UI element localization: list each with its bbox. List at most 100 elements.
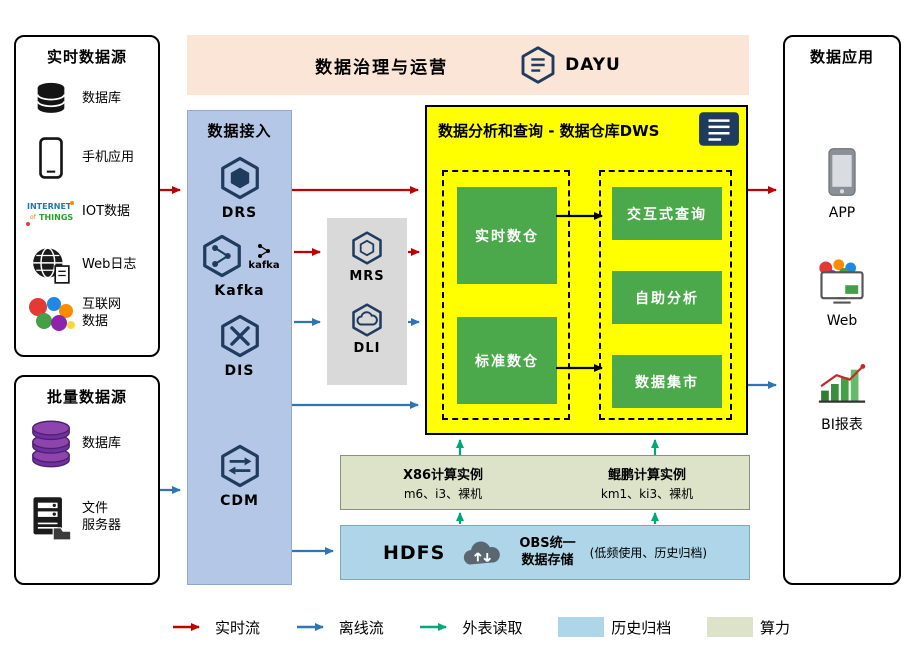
database-icon xyxy=(36,82,66,113)
service-dli: DLI xyxy=(327,302,407,356)
batch-sources-panel: 批量数据源 数据库 xyxy=(14,375,160,585)
source-label: 手机应用 xyxy=(82,149,135,165)
source-label: IOT数据 xyxy=(82,203,131,219)
legend-external-read: 外表读取 xyxy=(419,617,522,638)
legend: 实时流 离线流 外表读取 历史归档 算力 xyxy=(172,613,790,641)
service-mrs: MRS xyxy=(327,230,407,284)
source-label: 互联网 数据 xyxy=(82,297,122,329)
dayu-label: DAYU xyxy=(565,55,621,75)
realtime-sources-title: 实时数据源 xyxy=(46,48,127,66)
module-interactive-query: 交互式查询 xyxy=(612,187,722,240)
source-web-logs: Web日志 xyxy=(24,245,154,285)
app-phone-icon xyxy=(828,148,856,196)
red-arrow-icon xyxy=(173,623,200,631)
blue-arrow-icon xyxy=(296,623,324,631)
source-batch-database: 数据库 xyxy=(24,419,154,469)
service-label: CDM xyxy=(220,493,259,509)
legend-offline-flow: 离线流 xyxy=(296,617,384,638)
app-label: Web xyxy=(826,313,858,329)
batch-sources-title: 批量数据源 xyxy=(46,388,127,406)
app-web: Web xyxy=(785,259,899,329)
dws-analytics-panel: 数据分析和查询 - 数据仓库DWS 实时数仓 标准数仓 交互式查询 自助分析 数… xyxy=(425,105,748,435)
cdm-hexagon-icon xyxy=(220,444,259,488)
dis-hexagon-icon xyxy=(220,314,259,358)
service-drs: DRS xyxy=(188,155,291,221)
service-kafka: kafka Kafka xyxy=(188,233,291,299)
svg-text:INTERNET: INTERNET xyxy=(27,202,72,211)
kafka-logo-icon xyxy=(258,243,270,258)
legend-label: 离线流 xyxy=(338,618,384,637)
data-ingestion-panel: 数据接入 DRS xyxy=(187,110,292,585)
kafka-hexagon-icon xyxy=(203,234,242,278)
drs-hexagon-icon xyxy=(220,156,259,200)
kunpeng-spec: km1、ki3、裸机 xyxy=(600,486,694,501)
legend-label: 历史归档 xyxy=(611,618,672,637)
iot-wordcloud-icon: INTERNET of THINGS xyxy=(26,201,74,226)
source-mobile-app: 手机应用 xyxy=(24,137,154,179)
app-mobile: APP xyxy=(785,147,899,221)
legend-label: 外表读取 xyxy=(462,618,523,637)
compute-swatch xyxy=(706,617,753,637)
service-label: DRS xyxy=(221,205,258,221)
service-dis: DIS xyxy=(188,313,291,379)
dli-hexagon-icon xyxy=(352,303,382,337)
dws-title: 数据分析和查询 - 数据仓库DWS xyxy=(438,122,660,140)
x86-spec: m6、i3、裸机 xyxy=(403,486,483,501)
internet-bubbles-icon xyxy=(29,297,75,331)
data-ingestion-title: 数据接入 xyxy=(207,122,272,140)
source-database: 数据库 xyxy=(24,79,154,119)
governance-banner: 数据治理与运营 DAYU xyxy=(187,35,749,95)
file-server-icon xyxy=(33,497,72,541)
legend-realtime-flow: 实时流 xyxy=(172,617,260,638)
source-file-server: 文件 服务器 xyxy=(24,495,154,541)
module-standard-warehouse: 标准数仓 xyxy=(457,317,557,404)
mrs-hexagon-icon xyxy=(352,231,382,265)
module-self-service-analysis: 自助分析 xyxy=(612,271,722,324)
legend-compute: 算力 xyxy=(706,617,790,638)
storage-bar: HDFS OBS统一 数据存储 (低频使用、历史归档) xyxy=(340,525,750,580)
service-label: DLI xyxy=(353,341,381,356)
module-realtime-warehouse: 实时数仓 xyxy=(457,187,557,284)
realtime-sources-panel: 实时数据源 数据库 手机应用 INT xyxy=(14,35,160,357)
service-label: DIS xyxy=(224,363,255,379)
source-iot: INTERNET of THINGS IOT数据 xyxy=(24,197,154,227)
compute-services-panel: MRS DLI xyxy=(327,218,407,385)
data-applications-title: 数据应用 xyxy=(809,48,874,66)
teal-arrow-icon xyxy=(420,623,448,631)
source-label: 文件 服务器 xyxy=(82,501,122,533)
app-label: APP xyxy=(828,205,856,221)
obs-label: OBS统一 数据存储 xyxy=(519,535,576,568)
storage-note: (低频使用、历史归档) xyxy=(589,546,708,560)
dayu-group: DAYU xyxy=(518,45,621,85)
obs-cloud-icon xyxy=(464,541,501,564)
app-label: BI报表 xyxy=(821,417,863,433)
app-bi-report: BI报表 xyxy=(785,362,899,434)
hdfs-label: HDFS xyxy=(382,541,446,564)
web-monitor-icon xyxy=(819,259,864,304)
service-label: Kafka xyxy=(214,283,265,299)
bi-chart-icon xyxy=(818,363,866,403)
x86-title: X86计算实例 xyxy=(402,467,484,483)
legend-archive: 历史归档 xyxy=(558,617,671,638)
service-cdm: CDM xyxy=(188,443,291,509)
phone-icon xyxy=(39,137,63,179)
archive-swatch xyxy=(558,617,605,637)
warehouse-group: 实时数仓 标准数仓 xyxy=(442,170,570,420)
dws-document-icon xyxy=(699,112,739,146)
kunpeng-compute: 鲲鹏计算实例 km1、ki3、裸机 xyxy=(545,456,749,509)
svg-text:of: of xyxy=(30,214,37,221)
svg-text:THINGS: THINGS xyxy=(39,213,73,222)
source-internet-data: 互联网 数据 xyxy=(24,295,154,333)
banner-title: 数据治理与运营 xyxy=(315,57,449,78)
purple-database-icon xyxy=(32,420,70,468)
compute-instances-bar: X86计算实例 m6、i3、裸机 鲲鹏计算实例 km1、ki3、裸机 xyxy=(340,455,750,510)
globe-document-icon xyxy=(33,247,70,284)
module-data-mart: 数据集市 xyxy=(612,355,722,408)
analytics-group: 交互式查询 自助分析 数据集市 xyxy=(599,170,732,420)
x86-compute: X86计算实例 m6、i3、裸机 xyxy=(341,456,545,509)
legend-label: 实时流 xyxy=(215,618,261,637)
kafka-logo-text: kafka xyxy=(248,259,280,271)
source-label: 数据库 xyxy=(82,90,122,106)
kunpeng-title: 鲲鹏计算实例 xyxy=(607,467,686,483)
